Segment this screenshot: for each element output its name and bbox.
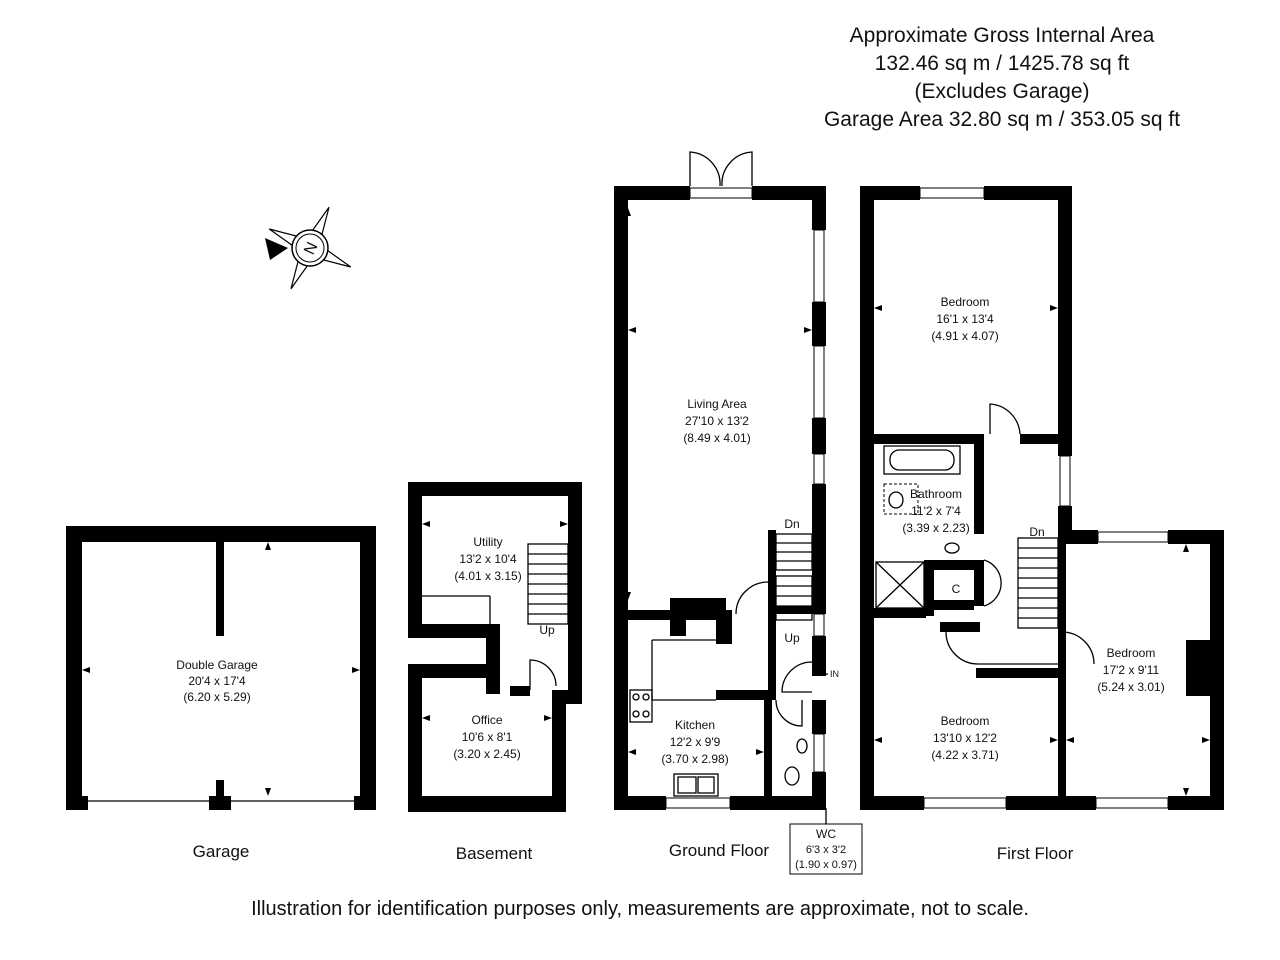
- bedroom1-room-imperial: 16'1 x 13'4: [936, 312, 994, 326]
- office-room-imperial: 10'6 x 8'1: [462, 730, 513, 744]
- living-room-metric: (8.49 x 4.01): [683, 431, 750, 445]
- bathroom-room-name: Bathroom: [910, 487, 962, 501]
- utility-room-imperial: 13'2 x 10'4: [459, 552, 517, 566]
- bedroom2-room-imperial: 13'10 x 12'2: [933, 731, 997, 745]
- area-title: Approximate Gross Internal Area: [849, 24, 1155, 47]
- bedroom2-room-metric: (4.22 x 3.71): [931, 748, 998, 762]
- bedroom3-room-metric: (5.24 x 3.01): [1097, 680, 1164, 694]
- ground-up-marker: Up: [784, 631, 800, 645]
- cupboard-marker: C: [952, 582, 961, 596]
- office-room-name: Office: [471, 713, 502, 727]
- living-room-name: Living Area: [687, 397, 747, 411]
- ground-dn-marker: Dn: [784, 517, 799, 531]
- floor-label-basement: Basement: [455, 844, 533, 863]
- ground-floor-plan: Dn Up IN Living Area 27'10 x 13'2 (8.49 …: [614, 151, 863, 875]
- bedroom1-room-name: Bedroom: [941, 295, 990, 309]
- utility-room-metric: (4.01 x 3.15): [454, 569, 521, 583]
- basement-plan: Up Utility 13'2 x 10'4 (4.01 x 3.15) Off…: [408, 482, 582, 812]
- floor-label-ground: Ground Floor: [668, 841, 770, 860]
- kitchen-room-name: Kitchen: [675, 718, 715, 732]
- garage-room-metric: (6.20 x 5.29): [183, 690, 250, 704]
- first-dn-marker: Dn: [1029, 525, 1044, 539]
- basement-up-marker: Up: [539, 623, 555, 637]
- disclaimer-note: Illustration for identification purposes…: [251, 898, 1029, 920]
- office-room-metric: (3.20 x 2.45): [453, 747, 520, 761]
- bedroom3-room-name: Bedroom: [1107, 646, 1156, 660]
- bedroom3-room-imperial: 17'2 x 9'11: [1103, 663, 1160, 677]
- garage-room-name: Double Garage: [176, 658, 258, 672]
- bathroom-room-metric: (3.39 x 2.23): [902, 521, 969, 535]
- bathroom-room-imperial: 11'2 x 7'4: [911, 504, 961, 518]
- area-exclusion-note: (Excludes Garage): [914, 80, 1090, 103]
- floor-label-garage: Garage: [192, 842, 250, 861]
- wc-room-imperial: 6'3 x 3'2: [806, 844, 846, 856]
- utility-room-name: Utility: [473, 535, 502, 549]
- wc-room-name: WC: [816, 827, 836, 841]
- garage-room-imperial: 20'4 x 17'4: [188, 674, 246, 688]
- dimension-arrows: [82, 208, 1210, 796]
- compass-rose-icon: N: [265, 206, 352, 290]
- bedroom2-room-name: Bedroom: [941, 714, 990, 728]
- area-total: 132.46 sq m / 1425.78 sq ft: [874, 52, 1130, 75]
- kitchen-room-metric: (3.70 x 2.98): [661, 752, 728, 766]
- area-summary: Approximate Gross Internal Area 132.46 s…: [792, 22, 1212, 134]
- garage-plan: Double Garage 20'4 x 17'4 (6.20 x 5.29): [66, 526, 376, 810]
- kitchen-room-imperial: 12'2 x 9'9: [670, 735, 721, 749]
- floor-label-first: First Floor: [996, 844, 1074, 863]
- entrance-marker: IN: [830, 669, 839, 679]
- garage-area: Garage Area 32.80 sq m / 353.05 sq ft: [823, 108, 1181, 131]
- living-room-imperial: 27'10 x 13'2: [685, 414, 749, 428]
- bedroom1-room-metric: (4.91 x 4.07): [931, 329, 998, 343]
- first-floor-plan: Dn C Bedroom 16'1 x 13'4 (4.91 x 4.07) B…: [860, 186, 1224, 810]
- wc-room-metric: (1.90 x 0.97): [795, 859, 857, 871]
